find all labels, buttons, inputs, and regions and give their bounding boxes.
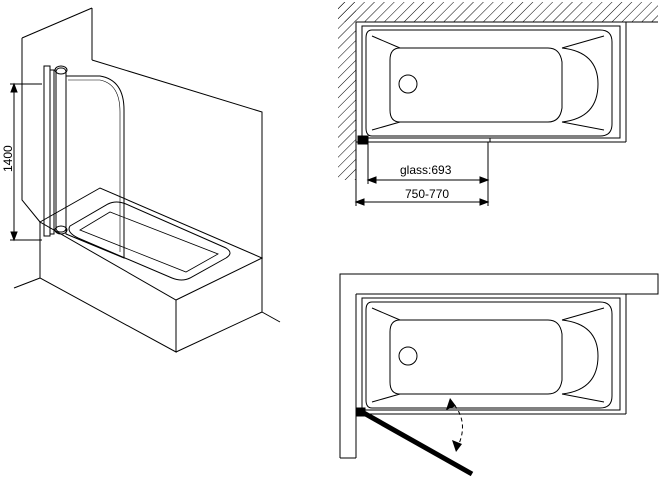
install-dimension-label: 750-770 <box>405 187 449 201</box>
wall-outline-bottom <box>339 273 659 458</box>
side-wall <box>91 59 281 323</box>
hatched-wall-left <box>338 2 356 180</box>
bath-bottom-view <box>361 297 621 411</box>
fixed-glass-panel <box>359 137 491 143</box>
wall-profile <box>43 65 51 237</box>
glass-dimension-label: glass:693 <box>400 163 452 177</box>
swing-arrow <box>449 399 463 447</box>
back-wall <box>21 38 41 223</box>
plan-view-top <box>338 2 658 206</box>
bath-top-view <box>361 25 621 139</box>
glass-panel-outline <box>65 75 125 259</box>
bath-outer <box>38 187 264 301</box>
swing-glass-panel <box>360 409 474 477</box>
plan-view-bottom <box>339 273 659 477</box>
height-dimension-label: 1400 <box>1 145 15 172</box>
drain-circle-top <box>398 74 418 94</box>
drain-circle-bottom <box>398 346 418 366</box>
perspective-view <box>10 7 281 353</box>
hinge-post <box>55 67 67 233</box>
bath-inner <box>68 201 231 281</box>
hatched-wall-top <box>338 2 658 22</box>
